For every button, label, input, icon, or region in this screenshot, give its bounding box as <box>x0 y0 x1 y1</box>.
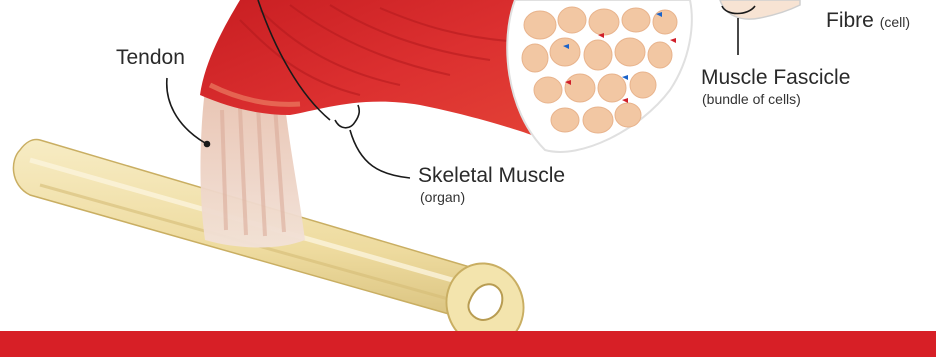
fibre-label: Fibre (cell) <box>826 10 910 31</box>
skeletal-muscle-label: Skeletal Muscle <box>418 165 565 186</box>
fibre-title: Fibre <box>826 9 874 32</box>
skeletal-bracket <box>335 105 359 128</box>
muscle-cross-section <box>507 0 692 152</box>
fascicle-subtitle: (bundle of cells) <box>702 92 801 106</box>
fascicle-label: Muscle Fascicle <box>701 67 850 88</box>
skeletal-muscle-subtitle: (organ) <box>420 190 465 204</box>
fibre-subtitle: (cell) <box>880 14 910 30</box>
muscle-fibre <box>720 0 800 19</box>
tendon-label: Tendon <box>116 47 185 68</box>
footer-band <box>0 331 936 357</box>
skeletal-leader <box>350 130 410 178</box>
tendon-leader <box>167 78 205 143</box>
